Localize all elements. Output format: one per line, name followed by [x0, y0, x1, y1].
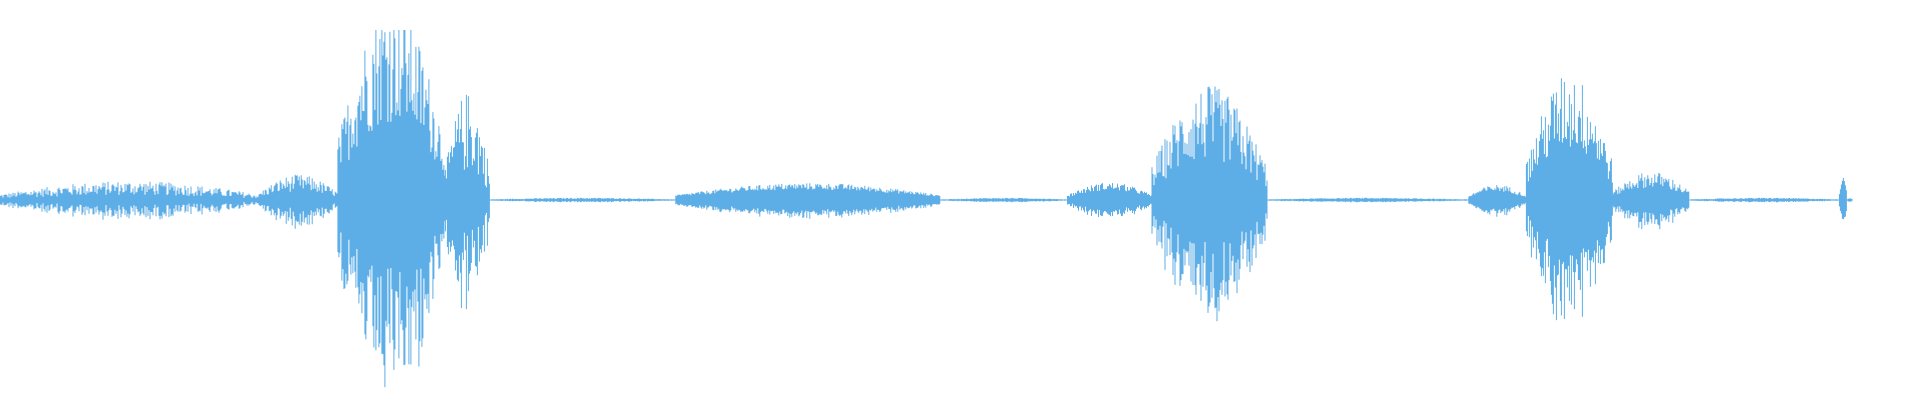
waveform-amplitude-path: [0, 30, 1853, 388]
